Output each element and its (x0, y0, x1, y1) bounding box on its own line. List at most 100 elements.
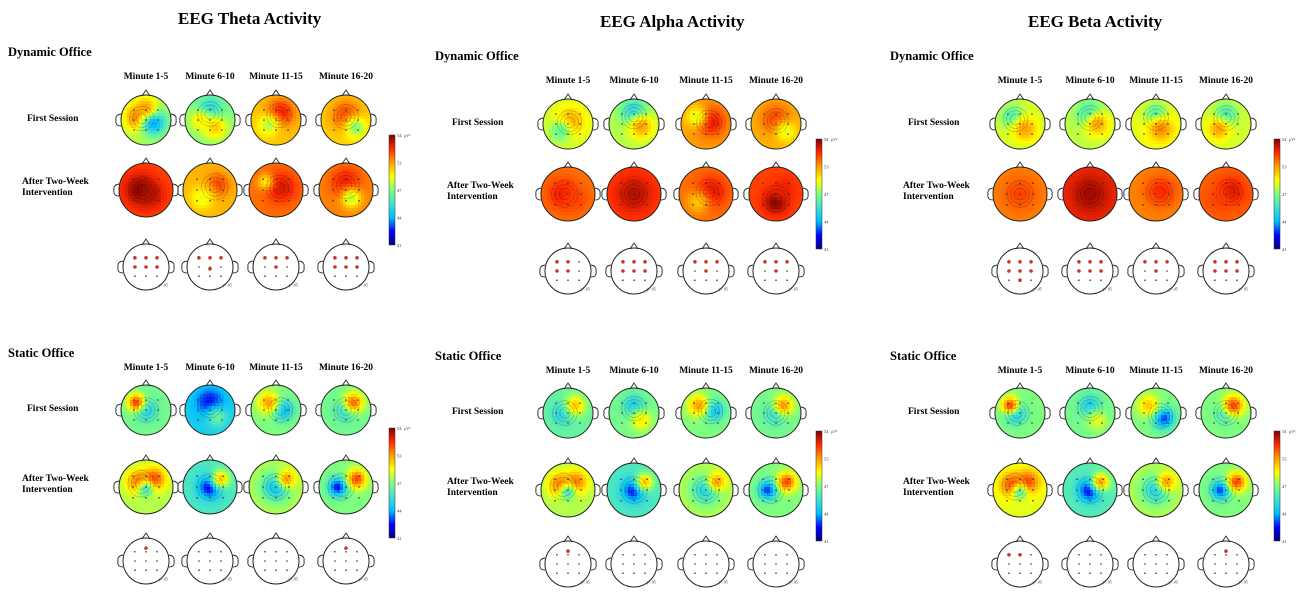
minute-label: Minute 11-15 (1123, 76, 1189, 86)
topomap-after-intervention (241, 452, 311, 522)
significance-map: p<.05 (675, 240, 737, 302)
colorbar-tick-label: 53 (397, 161, 402, 166)
colorbar-tick-label: 41 (1282, 539, 1287, 544)
significant-electrode-marker (566, 549, 570, 553)
minute-label: Minute 1-5 (535, 76, 601, 86)
colorbar-tick-label: 44 (397, 216, 402, 221)
row-label-first-session: First Session (908, 118, 959, 129)
topomap-first-session (987, 91, 1053, 157)
significant-electrode-marker (144, 256, 148, 260)
significance-map: p<.05 (603, 240, 665, 302)
row-label-line1: After Two-Week (447, 477, 514, 488)
p-value-label: p<.05 (1169, 580, 1178, 585)
row-label-first-session: First Session (452, 118, 503, 129)
colorbar-unit: μV² (1289, 137, 1296, 142)
significance-map: p<.05 (115, 530, 177, 592)
significant-electrode-marker (715, 260, 719, 264)
significant-electrode-marker (643, 260, 647, 264)
colorbar-tick-label: 47 (1282, 192, 1287, 197)
significant-electrode-marker (1235, 269, 1239, 273)
colorbar-tick-label: 47 (824, 192, 829, 197)
significant-electrode-marker (566, 269, 570, 273)
significance-map: p<.05 (315, 236, 377, 298)
significant-electrode-marker (621, 269, 625, 273)
significant-electrode-marker (1165, 260, 1169, 264)
minute-label: Minute 16-20 (313, 363, 379, 373)
minute-label: Minute 11-15 (243, 72, 309, 82)
topomap-after-intervention (599, 159, 669, 229)
colorbar-tick-label: 53 (824, 457, 829, 462)
significant-electrode-marker (197, 256, 201, 260)
row-label-line2: Intervention (22, 485, 89, 496)
p-value-label: p<.05 (789, 580, 798, 585)
row-label-line2: Intervention (447, 488, 514, 499)
significant-electrode-marker (1213, 260, 1217, 264)
colorbar-unit: μV² (831, 137, 838, 142)
row-label-first-session: First Session (27, 114, 78, 125)
p-value-label: p<.05 (581, 287, 590, 292)
minute-label: Minute 1-5 (113, 72, 179, 82)
minute-label: Minute 16-20 (743, 76, 809, 86)
p-value-label: p<.05 (1169, 287, 1178, 292)
significant-electrode-marker (693, 260, 697, 264)
p-value-label: p<.05 (789, 287, 798, 292)
significant-electrode-marker (1088, 269, 1092, 273)
minute-label: Minute 1-5 (987, 366, 1053, 376)
significance-map: p<.05 (1059, 240, 1121, 302)
p-value-label: p<.05 (1033, 287, 1042, 292)
significance-map: p<.05 (245, 236, 307, 298)
colorbar-tick-label: 54 (1282, 137, 1287, 142)
topomap-first-session (673, 380, 739, 446)
p-value-label: p<.05 (1103, 580, 1112, 585)
topomap-after-intervention (1121, 455, 1191, 525)
significance-map: p<.05 (245, 530, 307, 592)
significant-electrode-marker (555, 260, 559, 264)
significant-electrode-marker (774, 269, 778, 273)
p-value-label: p<.05 (647, 580, 656, 585)
significant-electrode-marker (1088, 260, 1092, 264)
colorbar-tick-label: 53 (824, 165, 829, 170)
p-value-label: p<.05 (1033, 580, 1042, 585)
minute-label: Minute 16-20 (1193, 366, 1259, 376)
significance-map: p<.05 (1125, 240, 1187, 302)
topomap-after-intervention (985, 159, 1055, 229)
significant-electrode-marker (1018, 278, 1022, 282)
colorbar-unit: μV² (831, 429, 838, 434)
colorbar-tick-label: 41 (397, 536, 402, 541)
colorbar-tick-label: 44 (824, 512, 829, 517)
p-value-label: p<.05 (159, 577, 168, 582)
colorbar-tick-label: 41 (1282, 247, 1287, 252)
significant-electrode-marker (704, 269, 708, 273)
minute-label: Minute 1-5 (535, 366, 601, 376)
topomap-first-session (313, 377, 379, 443)
significant-electrode-marker (333, 256, 337, 260)
row-label-first-session: First Session (908, 407, 959, 418)
significant-electrode-marker (566, 260, 570, 264)
colorbar-unit: μV² (1289, 429, 1296, 434)
row-label-first-session: First Session (452, 407, 503, 418)
colorbar-unit: μV² (404, 133, 411, 138)
row-label-line1: After Two-Week (22, 474, 89, 485)
significant-electrode-marker (274, 265, 278, 269)
p-value-label: p<.05 (719, 287, 728, 292)
minute-label: Minute 6-10 (601, 366, 667, 376)
significant-electrode-marker (704, 260, 708, 264)
topomap-first-session (673, 91, 739, 157)
section-title-dynamic: Dynamic Office (435, 49, 519, 64)
significance-map: p<.05 (745, 240, 807, 302)
significant-electrode-marker (1018, 269, 1022, 273)
significance-map: p<.05 (179, 236, 241, 298)
colorbar-tick-label: 53 (1282, 165, 1287, 170)
topomap-after-intervention (111, 155, 181, 225)
topomap-first-session (743, 91, 809, 157)
significant-electrode-marker (144, 265, 148, 269)
colorbar-tick-label: 47 (1282, 484, 1287, 489)
topomap-after-intervention (671, 159, 741, 229)
minute-label: Minute 6-10 (1057, 366, 1123, 376)
